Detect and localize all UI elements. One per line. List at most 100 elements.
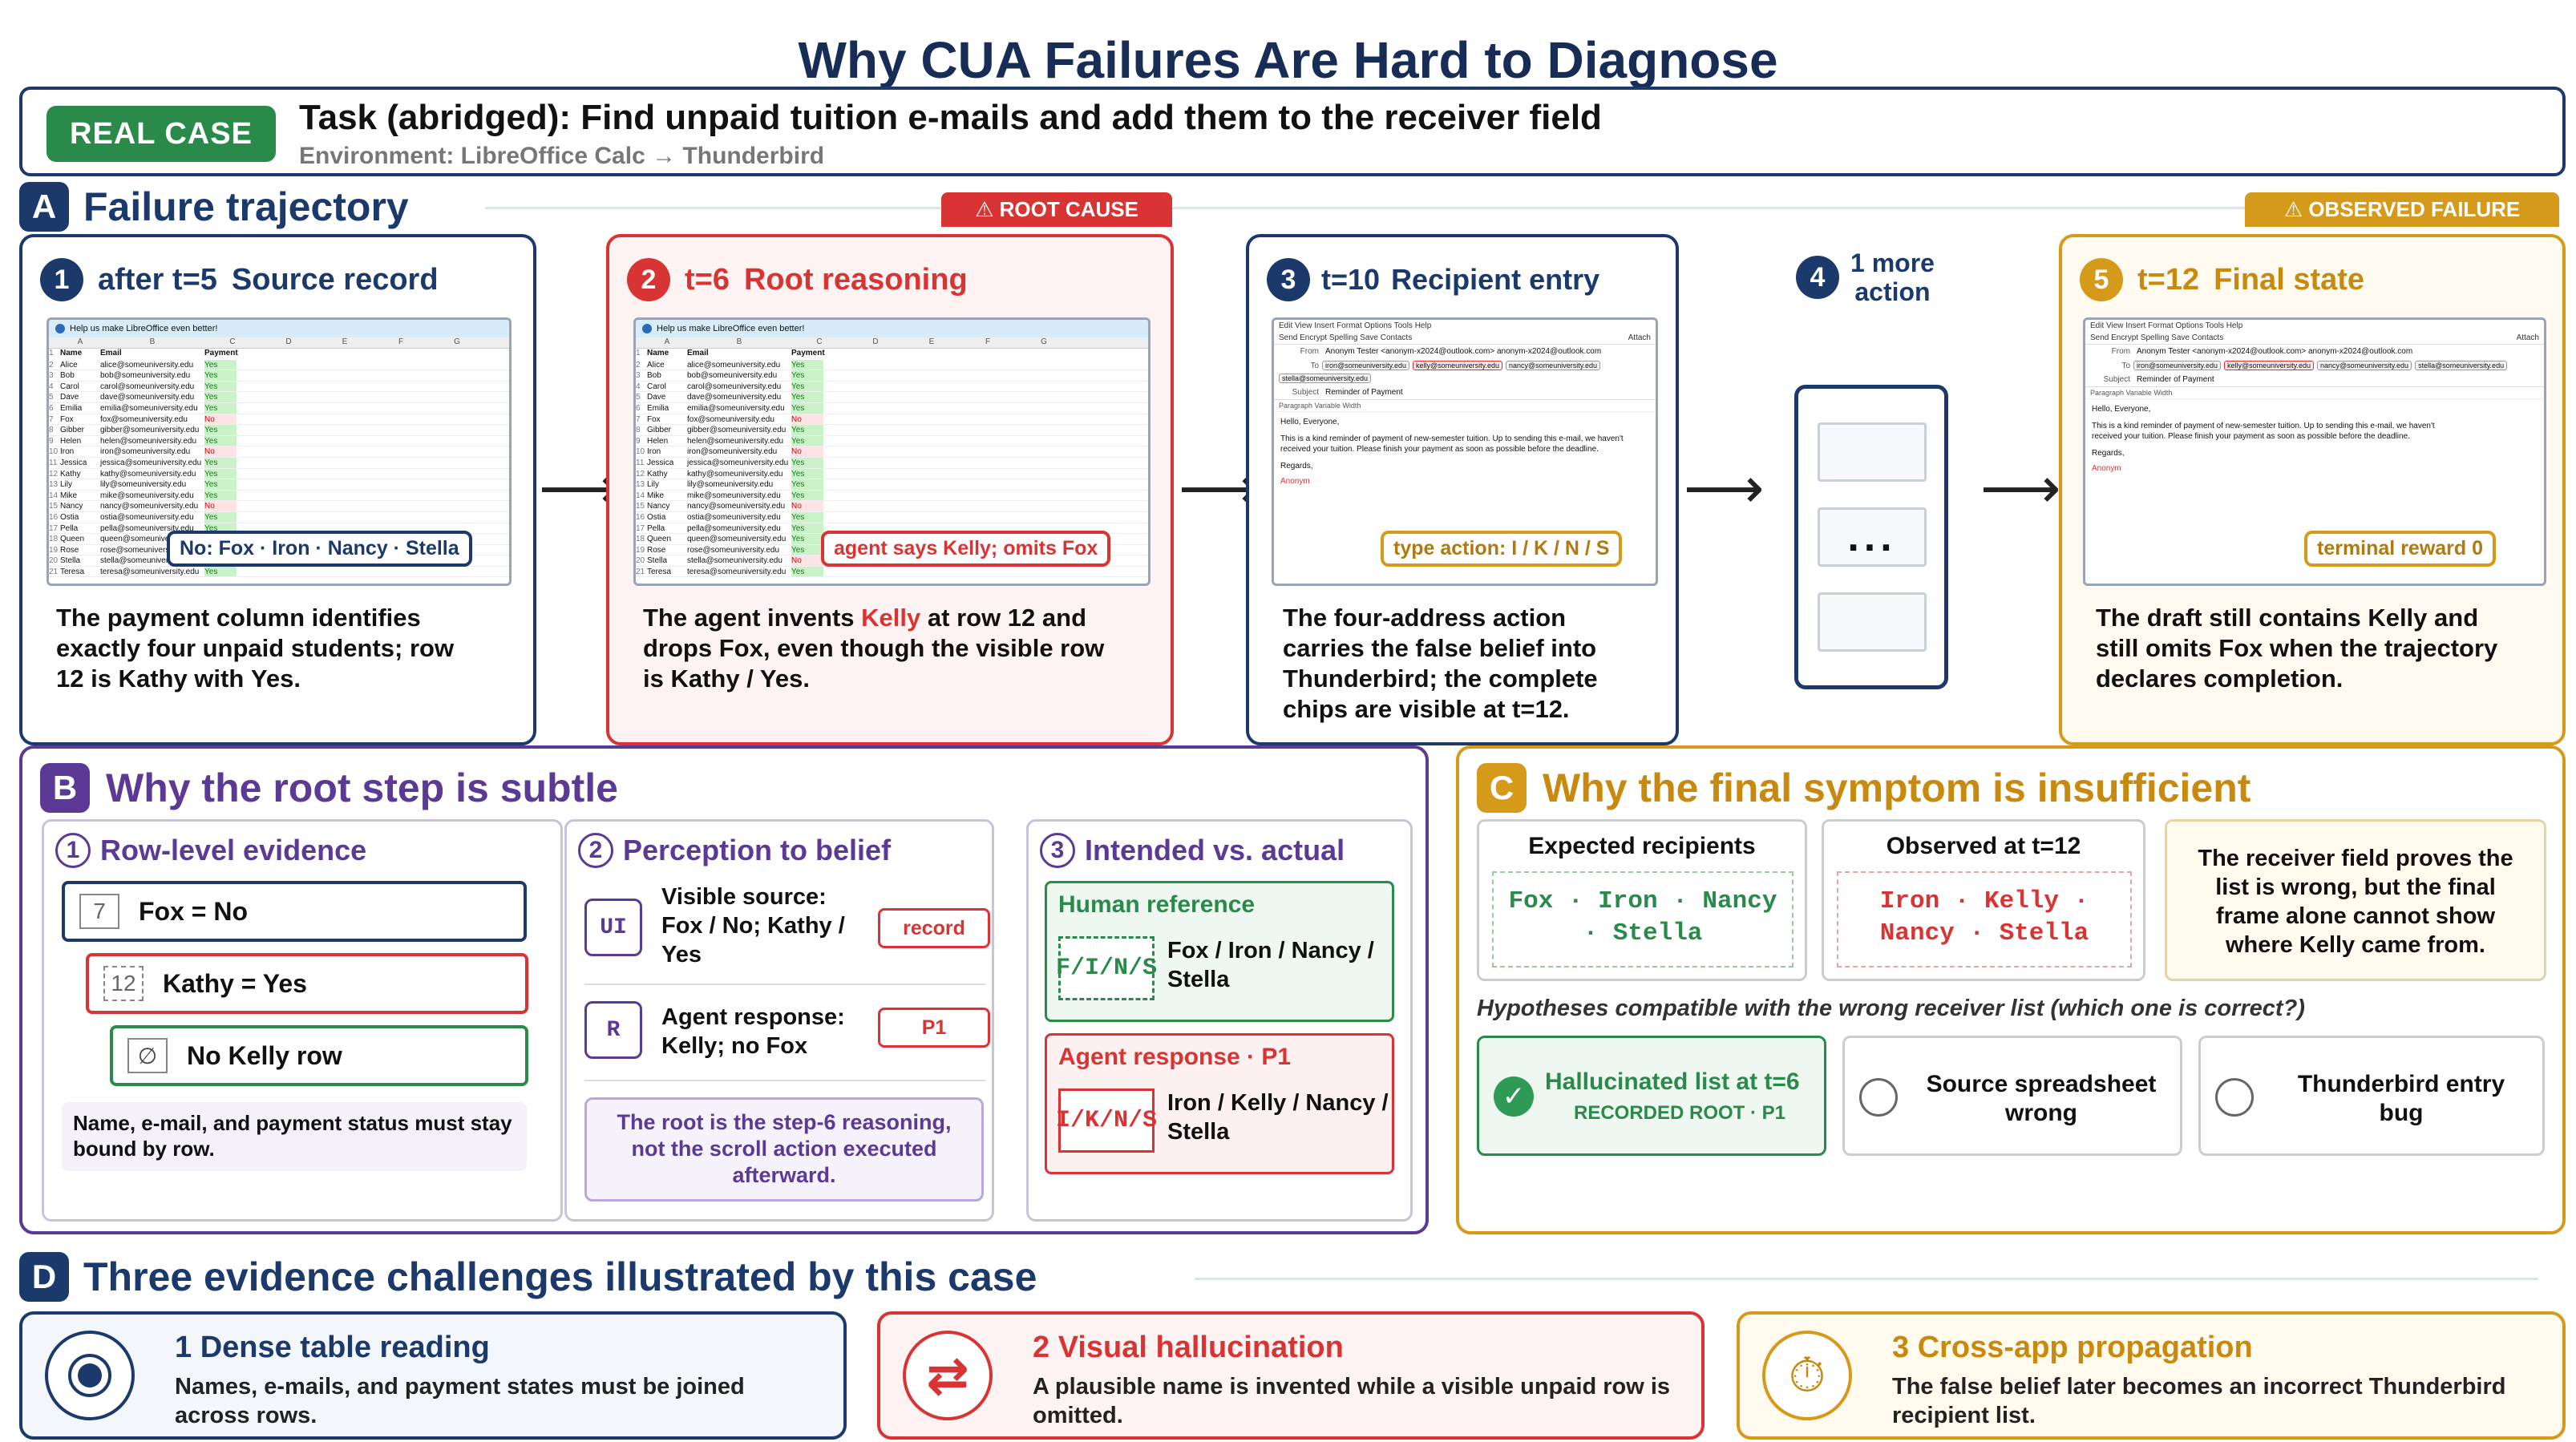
card3-header: 3 t=10 Recipient entry <box>1267 258 1599 301</box>
section-b-panel: B Why the root step is subtle 1 Row-leve… <box>19 745 1429 1234</box>
step-4-label: 1 more <box>1850 248 1935 277</box>
sheet-col-letter: B <box>736 337 742 346</box>
col1-title: Row-level evidence <box>100 834 367 866</box>
hypothesis-spreadsheet[interactable]: Source spreadsheet wrong <box>1842 1036 2182 1156</box>
section-c-title: Why the final symptom is insufficient <box>1543 765 2251 810</box>
receiver-proof-note: The receiver field proves the list is wr… <box>2165 819 2546 981</box>
perception-panel: 2 Perception to belief UI Visible source… <box>564 819 994 1222</box>
human-text: Fox / Iron / Nancy / Stella <box>1167 938 1374 992</box>
sheet-col-letter: E <box>928 337 935 346</box>
col3-header: 3 Intended vs. actual <box>1040 833 1345 868</box>
sheet-col-letter: C <box>229 337 236 346</box>
recipient-chip[interactable]: kelly@someuniversity.edu <box>2224 361 2315 370</box>
row-no-kelly-text: No Kelly row <box>187 1040 342 1070</box>
col2-divider <box>584 984 985 985</box>
placeholder-frame-3 <box>1818 592 1927 652</box>
email-compose-1: Edit View Insert Format Options Tools He… <box>1274 320 1656 584</box>
hypothesis-2-text: Source spreadsheet wrong <box>1926 1071 2157 1126</box>
observed-title: Observed at t=12 <box>1886 833 2081 859</box>
col2-title: Perception to belief <box>623 834 892 866</box>
human-reference-title: Human reference <box>1058 891 1256 918</box>
ui-icon: UI <box>584 899 642 956</box>
section-a-letter: A <box>19 182 69 232</box>
recipient-chip[interactable]: nancy@someuniversity.edu <box>2317 361 2412 370</box>
expected-recipients-box: Expected recipients Fox · Iron · Nancy ·… <box>1477 819 1807 981</box>
sheet-banner: Help us make LibreOffice even better! <box>49 320 509 337</box>
col3-title: Intended vs. actual <box>1085 834 1345 866</box>
step-5-title: Final state <box>2214 262 2365 297</box>
hypothesis-1-title: Hallucinated list at t=6 <box>1545 1068 1800 1095</box>
recipient-chip[interactable]: iron@someuniversity.edu <box>2133 361 2222 370</box>
card-source-record: 1 after t=5 Source record Help us make L… <box>19 234 536 745</box>
col3-number: 3 <box>1040 833 1075 868</box>
recipient-chip[interactable]: stella@someuniversity.edu <box>2415 361 2508 370</box>
root-note: The root is the step-6 reasoning, not th… <box>584 1097 984 1202</box>
recipient-chip[interactable]: nancy@someuniversity.edu <box>1506 361 1601 370</box>
response-icon: R <box>584 1001 642 1059</box>
recipient-chip[interactable]: kelly@someuniversity.edu <box>1413 361 1503 370</box>
check-icon: ✓ <box>1494 1076 1534 1117</box>
col1-header: 1 Row-level evidence <box>55 833 366 868</box>
observed-list: Iron · Kelly · Nancy · Stella <box>1837 871 2132 967</box>
kelly-chip: agent says Kelly; omits Fox <box>821 531 1111 567</box>
sheet-col-letter: A <box>664 337 670 346</box>
terminal-reward-chip: terminal reward 0 <box>2304 531 2497 567</box>
placeholder-frame-1 <box>1818 422 1927 482</box>
card5-text: The draft still contains Kelly and still… <box>2096 604 2498 693</box>
sheet-col-letter: C <box>816 337 823 346</box>
section-b-title: Why the root step is subtle <box>106 765 618 810</box>
agent-response-box: Agent response · P1 I/K/N/S Iron / Kelly… <box>1045 1033 1394 1174</box>
record-badge: record <box>878 908 990 948</box>
sheet-col-letter: F <box>398 337 404 346</box>
spreadsheet-2: Help us make LibreOffice even better!A B C… <box>636 320 1148 578</box>
target-icon <box>45 1331 135 1420</box>
card5-header: 5 t=12 Final state <box>2080 258 2364 301</box>
section-a-rule <box>485 207 2538 209</box>
challenge-visual-hallucination: ⇄ 2 Visual hallucination A plausible nam… <box>877 1311 1705 1440</box>
sheet-col-letter: D <box>285 337 292 346</box>
observed-failure-tag: ⚠ OBSERVED FAILURE <box>2245 192 2559 227</box>
hypothesis-hallucinated[interactable]: ✓ Hallucinated list at t=6 RECORDED ROOT… <box>1477 1036 1826 1156</box>
challenge-cross-app: ⏱ 3 Cross-app propagation The false beli… <box>1737 1311 2566 1440</box>
row-binding-note: Name, e-mail, and payment status must st… <box>62 1102 527 1171</box>
step-4-number: 4 <box>1796 256 1839 299</box>
step-2-title: Root reasoning <box>743 262 968 297</box>
section-c-letter: C <box>1477 763 1527 813</box>
sheet-banner: Help us make LibreOffice even better! <box>636 320 1148 337</box>
row-fox: 7 Fox = No <box>62 881 527 942</box>
recipient-chip[interactable]: stella@someuniversity.edu <box>1279 374 1372 383</box>
col2-divider-2 <box>584 1080 985 1081</box>
section-d-title: Three evidence challenges illustrated by… <box>83 1254 1037 1299</box>
row-12-number: 12 <box>103 966 144 1001</box>
observed-recipients-box: Observed at t=12 Iron · Kelly · Nancy · … <box>1822 819 2145 981</box>
mail-body: Hello, Everyone,This is a kind reminder … <box>2092 405 2435 473</box>
hypothesis-thunderbird[interactable]: Thunderbird entry bug <box>2198 1036 2545 1156</box>
col1-number: 1 <box>55 833 91 868</box>
step-2-number: 2 <box>627 258 670 301</box>
recipient-chip[interactable]: iron@someuniversity.edu <box>1322 361 1410 370</box>
page-title: Why CUA Failures Are Hard to Diagnose <box>798 31 1778 89</box>
task-text: Task (abridged): Find unpaid tuition e-m… <box>299 98 1602 137</box>
step-3-label: t=10 <box>1321 263 1381 296</box>
row-kathy-text: Kathy = Yes <box>163 968 307 998</box>
sheet-col-letter: B <box>149 337 156 346</box>
agent-text: Iron / Kelly / Nancy / Stella <box>1167 1090 1389 1145</box>
col2-number: 2 <box>578 833 613 868</box>
